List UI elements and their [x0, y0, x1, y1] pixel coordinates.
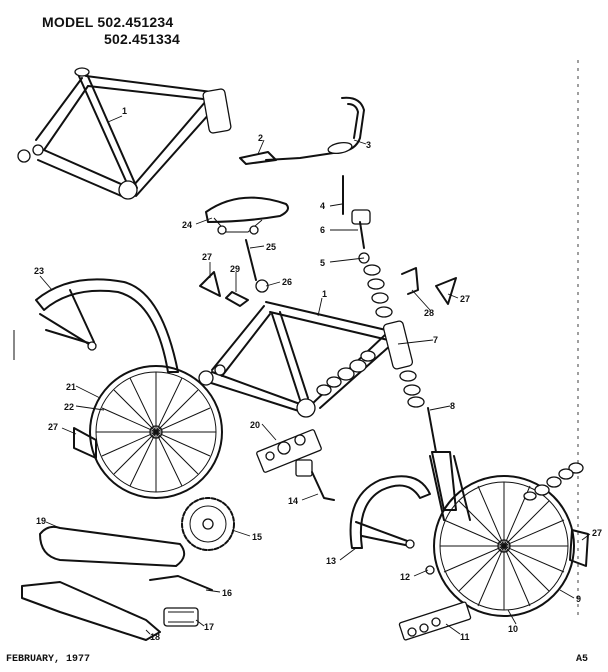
- chain-guard: [21, 581, 161, 641]
- crank-bearing-set: [256, 429, 322, 473]
- callout-7: 7: [433, 335, 438, 345]
- handlebar-assembly: [239, 96, 365, 165]
- front-fork: [427, 407, 471, 521]
- callout-24: 24: [182, 220, 192, 230]
- seat-post-clamp: [199, 239, 269, 307]
- callout-9: 9: [576, 594, 581, 604]
- reflector-right: [569, 529, 589, 567]
- callout-27-seat: 27: [202, 252, 212, 262]
- reflector-bracket: [401, 267, 419, 295]
- callout-2: 2: [258, 133, 263, 143]
- footer-date: FEBRUARY, 1977: [6, 654, 91, 665]
- rear-wheel: [89, 365, 223, 499]
- front-fender: [349, 475, 431, 549]
- callout-25: 25: [266, 242, 276, 252]
- callout-1-top: 1: [122, 106, 127, 116]
- callout-17: 17: [204, 622, 214, 632]
- main-frame: [198, 301, 414, 418]
- callout-20: 20: [250, 420, 260, 430]
- callout-10: 10: [508, 624, 518, 634]
- callout-18: 18: [150, 632, 160, 642]
- reflector-front: [435, 277, 457, 305]
- callout-23: 23: [34, 266, 44, 276]
- callout-27-far-right: 27: [592, 528, 602, 538]
- callout-27-left: 27: [48, 422, 58, 432]
- callout-22: 22: [64, 402, 74, 412]
- bottom-bracket-parts: [316, 350, 376, 396]
- callout-14: 14: [288, 496, 298, 506]
- callout-29: 29: [230, 264, 240, 274]
- callout-labels: 1 2 3 4 5 6 7 8 9 10 11 12 13 14 15 16 1…: [34, 106, 602, 642]
- front-wheel: [433, 475, 575, 617]
- callout-11: 11: [460, 632, 470, 642]
- callout-15: 15: [252, 532, 262, 542]
- seat: [205, 196, 289, 235]
- callout-12: 12: [400, 572, 410, 582]
- callout-13: 13: [326, 556, 336, 566]
- model-number-alt: 502.451334: [104, 31, 180, 47]
- callout-6: 6: [320, 225, 325, 235]
- callout-3: 3: [366, 140, 371, 150]
- page-code: A5: [576, 654, 589, 665]
- stem-bolt-parts: [342, 175, 371, 264]
- callout-16: 16: [222, 588, 232, 598]
- rear-fender: [35, 278, 179, 373]
- callout-19: 19: [36, 516, 46, 526]
- callout-28: 28: [424, 308, 434, 318]
- chain: [39, 525, 186, 567]
- sprocket: [181, 497, 235, 551]
- callout-5: 5: [320, 258, 325, 268]
- model-number-title: MODEL 502.451234: [42, 14, 174, 30]
- nut-part: [425, 565, 435, 575]
- leader-lines: [39, 115, 591, 635]
- callout-4: 4: [320, 201, 325, 211]
- kickstand: [295, 459, 335, 501]
- callout-26: 26: [282, 277, 292, 287]
- callout-27-right: 27: [460, 294, 470, 304]
- reflector-left: [73, 427, 97, 459]
- callout-1-center: 1: [322, 289, 327, 299]
- crank-arm: [149, 575, 213, 591]
- top-frame: [17, 67, 232, 200]
- headset-bearings: [363, 264, 425, 408]
- front-axle-parts: [523, 462, 584, 501]
- callout-21: 21: [66, 382, 76, 392]
- front-hub-parts: [398, 601, 472, 641]
- callout-8: 8: [450, 401, 455, 411]
- pedal: [163, 607, 199, 627]
